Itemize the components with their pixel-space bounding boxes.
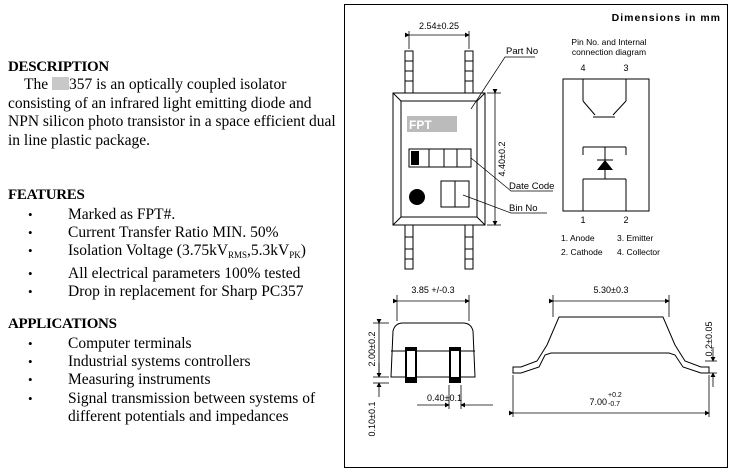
features-list: Marked as FPT#. Current Transfer Ratio M… (8, 206, 343, 301)
isolation-sub-pk: PK (289, 250, 301, 261)
description-text: The 357 is an optically coupled isolator… (8, 76, 343, 150)
description-heading: DESCRIPTION (8, 59, 109, 75)
diagram-title: Dimensions in mm (612, 12, 721, 24)
top-width-dim: 2.54±0.25 (419, 21, 459, 31)
lead-thick-dim: 0.2±0.05 (704, 322, 714, 357)
part-marking: FPT (409, 118, 432, 132)
overall-tol-down: -0.7 (608, 401, 620, 408)
overall-width-dim: 7.00 (589, 397, 607, 407)
list-item: Signal transmission between systems of d… (8, 390, 343, 426)
pin-4-label: 4 (580, 63, 585, 73)
redacted-mark (51, 77, 69, 90)
pin-title-2: connection diagram (572, 47, 646, 57)
applications-heading: APPLICATIONS (8, 316, 117, 332)
part-no-label: Part No (506, 46, 538, 57)
pin-legend-anode: 1. Anode (561, 233, 595, 243)
pin-2-label: 2 (623, 215, 628, 225)
isolation-mid: ,5.3kV (247, 242, 290, 260)
pin-legend-cathode: 2. Cathode (561, 247, 603, 257)
isolation-sub-rms: RMS (228, 250, 248, 261)
isolation-suffix: ) (300, 242, 306, 260)
side-height-dim: 2.00±0.2 (367, 332, 377, 367)
description-text-after: 357 is an optically coupled isolator con… (8, 76, 336, 149)
list-item: Industrial systems controllers (8, 353, 343, 371)
applications-list: Computer terminals Industrial systems co… (8, 335, 343, 426)
pin-1-label: 1 (580, 215, 585, 225)
features-heading: FEATURES (8, 187, 85, 203)
bin-no-label: Bin No (509, 203, 538, 214)
package-drawing: Dimensions in mm F (367, 12, 721, 437)
lead-width-dim: 0.40±0.1 (427, 393, 462, 403)
pin-3-label: 3 (623, 63, 628, 73)
applications-section: APPLICATIONS Computer terminals Industri… (8, 315, 343, 426)
list-item: Measuring instruments (8, 371, 343, 389)
description-text-before: The (24, 76, 52, 93)
standoff-dim: 0.10±0.1 (367, 402, 377, 437)
overall-tol-up: +0.2 (608, 392, 622, 399)
list-item: Isolation Voltage (3.75kVRMS,5.3kVPK) (8, 242, 343, 264)
list-item: Computer terminals (8, 335, 343, 353)
list-item: Marked as FPT#. (8, 206, 343, 224)
list-item: Drop in replacement for Sharp PC357 (8, 283, 343, 301)
list-item: All electrical parameters 100% tested (8, 265, 343, 283)
end-width-dim: 5.30±0.3 (594, 285, 629, 295)
description-section: DESCRIPTION The 357 is an optically coup… (8, 58, 343, 150)
side-width-dim: 3.85 +/-0.3 (411, 285, 454, 295)
date-code-label: Date Code (509, 181, 554, 192)
pin-legend-collector: 4. Collector (617, 247, 660, 257)
height-dim: 4.40±0.2 (497, 142, 507, 177)
isolation-prefix: Isolation Voltage (3.75kV (68, 242, 229, 260)
list-item: Current Transfer Ratio MIN. 50% (8, 224, 343, 242)
pin-title-1: Pin No. and Internal (571, 37, 646, 47)
features-section: FEATURES Marked as FPT#. Current Transfe… (8, 186, 343, 301)
pin-legend-emitter: 3. Emitter (617, 233, 654, 243)
dimensions-diagram: Dimensions in mm F (344, 4, 728, 468)
